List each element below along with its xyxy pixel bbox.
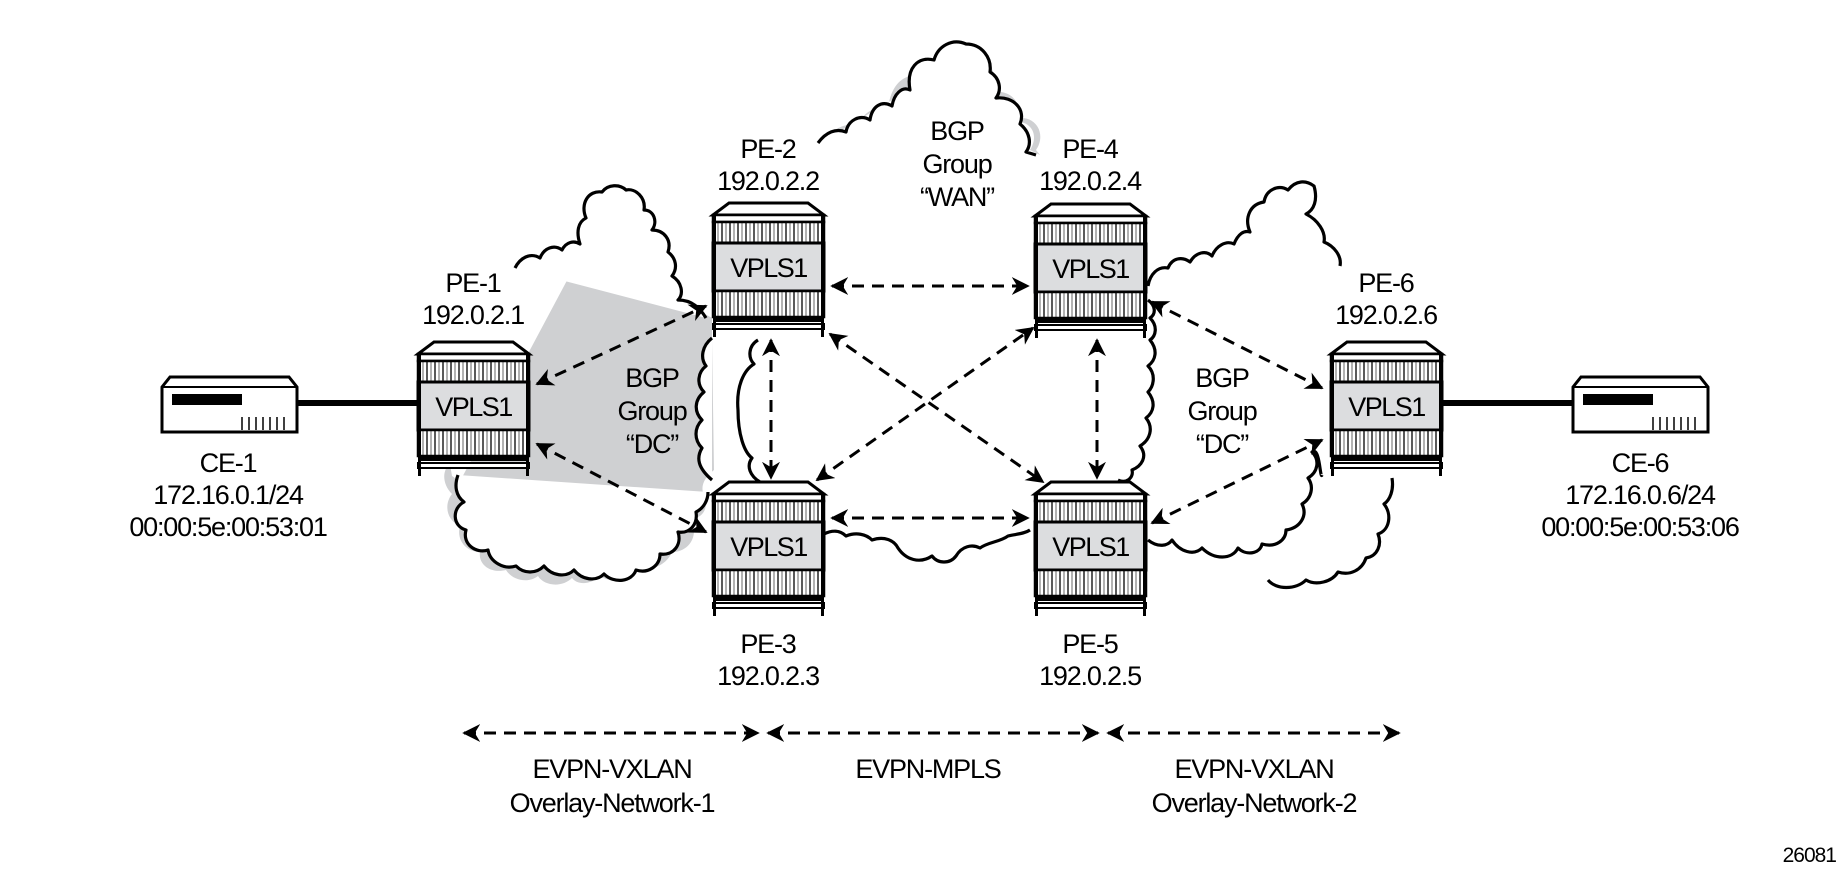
router-ip: 192.0.2.2 <box>717 166 819 196</box>
ce-name: CE-1 <box>200 448 257 478</box>
router-vents <box>711 499 826 524</box>
router-vents <box>1033 499 1148 524</box>
router-base <box>1034 602 1147 609</box>
router-ip: 192.0.2.3 <box>717 661 819 691</box>
router-vents <box>711 289 826 319</box>
router-pe-2[interactable]: VPLS1 <box>708 201 829 337</box>
router-pe-4[interactable]: VPLS1 <box>1030 202 1151 338</box>
router-name: PE-5 <box>1062 629 1117 659</box>
service-label: VPLS1 <box>1052 532 1129 562</box>
router-ip: 192.0.2.6 <box>1335 300 1437 330</box>
cloud-label: BGP <box>1195 363 1249 393</box>
router-name: PE-1 <box>445 268 500 298</box>
ce-name: CE-6 <box>1612 448 1669 478</box>
domain-label: EVPN-MPLS <box>855 754 1000 784</box>
router-vents <box>416 359 531 384</box>
domain-label: EVPN-VXLAN <box>532 754 691 784</box>
router-vents <box>1329 359 1444 384</box>
domain-sublabel: Overlay-Network-2 <box>1152 788 1357 818</box>
router-vents <box>1033 290 1148 320</box>
router-base <box>1034 324 1147 331</box>
router-name: PE-6 <box>1358 268 1413 298</box>
router-bar <box>1331 456 1442 461</box>
ce-mac: 00:00:5e:00:53:01 <box>129 512 326 542</box>
router-base <box>1330 462 1443 469</box>
router-chassis-top <box>1326 340 1447 356</box>
service-label: VPLS1 <box>1348 392 1425 422</box>
cloud-label: “DC” <box>626 429 678 459</box>
cloud-evpn-mpls-bottom <box>823 528 1031 564</box>
bgp-session-pe-3-pe-4 <box>815 326 1035 482</box>
cloud-outline <box>816 40 1037 157</box>
router-pe-3[interactable]: VPLS1 <box>708 480 829 616</box>
router-name: PE-3 <box>740 629 795 659</box>
domain-sublabel: Overlay-Network-1 <box>510 788 715 818</box>
router-chassis-top <box>708 480 829 496</box>
router-bar <box>713 596 824 601</box>
router-pe-5[interactable]: VPLS1 <box>1030 480 1151 616</box>
router-chassis-top <box>1030 480 1151 496</box>
ce-ip: 172.16.0.6/24 <box>1565 480 1716 510</box>
router-vents <box>1329 428 1444 458</box>
sessions-layer <box>535 277 1324 534</box>
ce-device[interactable] <box>1571 375 1710 434</box>
service-label: VPLS1 <box>435 392 512 422</box>
router-vents <box>1033 221 1148 246</box>
router-ip: 192.0.2.1 <box>422 300 524 330</box>
cloud-label: Group <box>617 396 686 426</box>
router-vents <box>416 428 531 458</box>
service-label: VPLS1 <box>730 532 807 562</box>
cloud-label: “DC” <box>1196 429 1248 459</box>
cloud-outline <box>1266 477 1395 590</box>
cloud-outline <box>1146 180 1342 287</box>
router-bar <box>713 317 824 322</box>
router-chassis-top <box>413 340 534 356</box>
bgp-session-pe-1-pe-3 <box>535 442 708 534</box>
cloud-label: BGP <box>930 116 984 146</box>
cloud-label: “WAN” <box>920 182 994 212</box>
cloud-label: BGP <box>625 363 679 393</box>
router-bar <box>1035 596 1146 601</box>
ce-device[interactable] <box>160 375 299 434</box>
cloud-label: Group <box>922 149 991 179</box>
domain-label: EVPN-VXLAN <box>1174 754 1333 784</box>
router-pe-6[interactable]: VPLS1 <box>1326 340 1447 476</box>
router-vents <box>711 568 826 598</box>
router-pe-1[interactable]: VPLS1 <box>413 340 534 476</box>
router-name: PE-4 <box>1062 134 1118 164</box>
router-base <box>712 323 825 330</box>
cloud-outline <box>513 184 708 319</box>
router-base <box>712 602 825 609</box>
ce-ip: 172.16.0.1/24 <box>153 480 304 510</box>
router-ip: 192.0.2.4 <box>1039 166 1142 196</box>
router-name: PE-2 <box>740 134 795 164</box>
service-label: VPLS1 <box>730 253 807 283</box>
cloud-label: Group <box>1187 396 1256 426</box>
router-bar <box>1035 318 1146 323</box>
ce-mac: 00:00:5e:00:53:06 <box>1541 512 1738 542</box>
router-ip: 192.0.2.5 <box>1039 661 1141 691</box>
bgp-session-pe-2-pe-5 <box>828 332 1045 484</box>
router-chassis-top <box>708 201 829 217</box>
cloud-outline <box>736 338 761 484</box>
cloud-bgp-group-wan <box>816 40 1041 157</box>
bgp-session-pe-4-pe-6 <box>1150 300 1324 390</box>
cloud-outline <box>1147 449 1324 559</box>
router-vents <box>711 220 826 245</box>
cloud-outline <box>823 528 1031 564</box>
router-chassis-top <box>1030 202 1151 218</box>
router-bar <box>418 456 529 461</box>
service-label: VPLS1 <box>1052 254 1129 284</box>
figure-id: 26081 <box>1783 844 1837 867</box>
router-base <box>417 462 530 469</box>
router-vents <box>1033 568 1148 598</box>
bgp-session-pe-1-pe-2 <box>535 304 708 386</box>
bgp-session-pe-5-pe-6 <box>1150 438 1324 525</box>
